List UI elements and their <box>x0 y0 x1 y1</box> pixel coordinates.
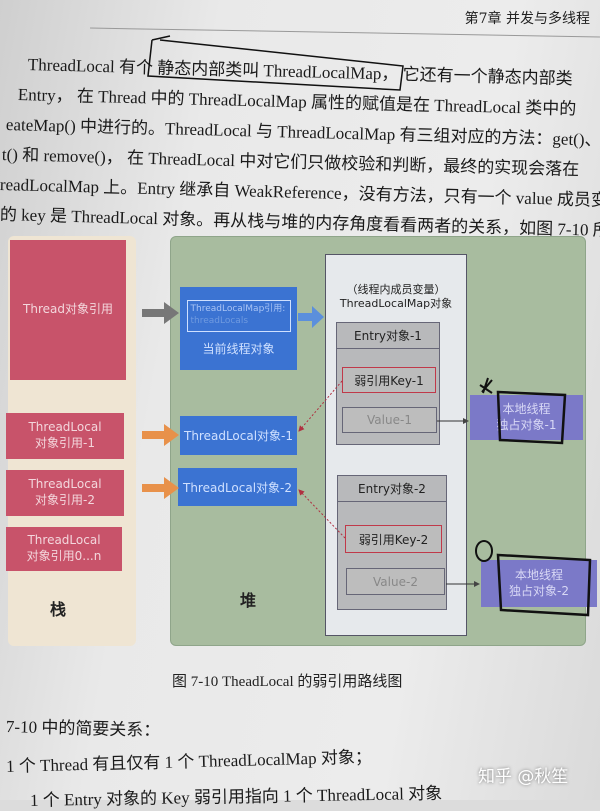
entry-title: Entry对象-1 <box>337 323 439 349</box>
arrow-threadlocal-2 <box>142 477 179 499</box>
map-title-1: （线程内成员变量） <box>346 283 446 296</box>
current-thread-object: ThreadLocalMap引用: threadLocals 当前线程对象 <box>180 287 297 370</box>
threadlocal-ref-1: ThreadLocal 对象引用-1 <box>6 413 124 459</box>
threadlocal-ref-2: ThreadLocal 对象引用-2 <box>6 470 124 516</box>
chapter-header: 第7章 并发与多线程 <box>464 11 590 27</box>
heap-label: 堆 <box>240 591 257 610</box>
map-title-2: ThreadLocalMap对象 <box>339 296 453 310</box>
weak-ref-arrow-1 <box>298 380 343 432</box>
handwritten-box-2 <box>496 390 567 445</box>
handwritten-mark-1 <box>479 377 493 394</box>
stack-label: 栈 <box>50 600 67 619</box>
threadlocal-object-2: ThreadLocal对象-2 <box>178 468 297 506</box>
arrow-threadlocal-1 <box>142 424 179 446</box>
handwritten-mark-2 <box>475 540 493 562</box>
handwritten-box-1 <box>147 35 404 91</box>
figure-caption: 图 7-10 TheadLocal 的弱引用路线图 <box>172 674 403 690</box>
weak-key-1: 弱引用Key-1 <box>342 367 436 393</box>
current-thread-label: 当前线程对象 <box>202 341 275 356</box>
arrow-thread <box>142 302 179 324</box>
weak-key-2: 弱引用Key-2 <box>345 525 442 553</box>
value-1: Value-1 <box>342 407 437 433</box>
threadlocal-ref-n: ThreadLocal 对象引用0...n <box>6 527 122 571</box>
handwritten-box-3 <box>496 553 592 617</box>
after-line: 7-10 中的简要关系： <box>5 717 161 741</box>
value-2: Value-2 <box>346 568 445 595</box>
thread-ref: Thread对象引用 <box>10 240 126 380</box>
weak-ref-arrow-2 <box>298 489 346 539</box>
watermark: 知乎 @秋笙 <box>478 767 569 787</box>
field-label: ThreadLocalMap引用: <box>190 304 286 315</box>
threadlocal-object-1: ThreadLocal对象-1 <box>180 416 297 455</box>
arrow-to-map <box>298 306 324 328</box>
field-value: threadLocals <box>190 316 249 326</box>
threadlocalmap-ref-field: ThreadLocalMap引用: threadLocals <box>186 300 291 332</box>
entry-title: Entry对象-2 <box>338 476 446 502</box>
